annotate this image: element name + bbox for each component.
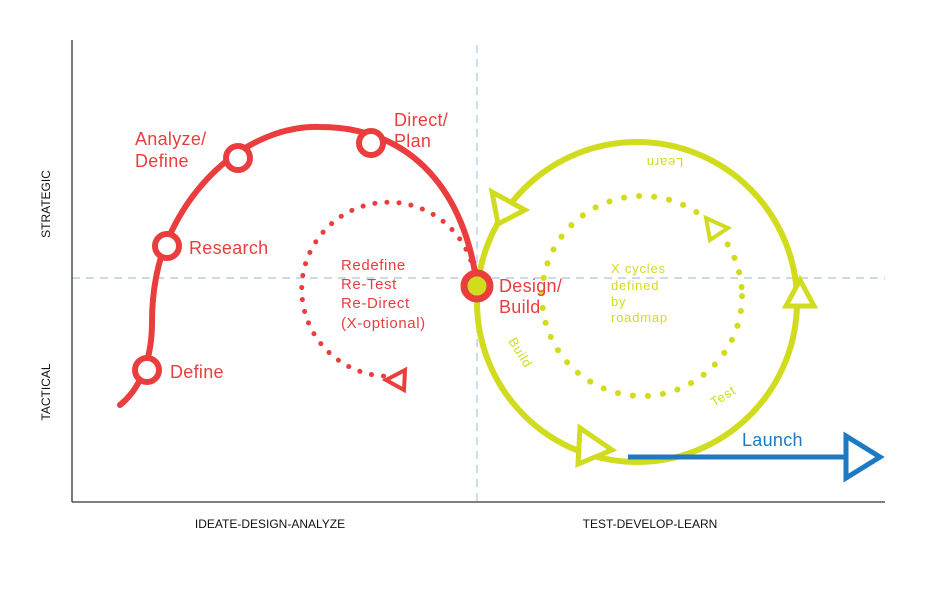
red-loop-dotted-path	[299, 199, 477, 379]
yellow-center-line3: by	[611, 294, 626, 309]
node-research-icon	[152, 231, 182, 261]
axis-label-strategic: STRATEGIC	[39, 170, 53, 238]
red-main-curve	[117, 123, 480, 408]
label-analyze-line2: Define	[135, 151, 189, 171]
node-direct-icon	[356, 128, 386, 158]
launch-label: Launch	[742, 430, 803, 450]
yellow-label-build: Build	[505, 335, 535, 371]
yellow-center-line1: X cycles	[611, 261, 666, 276]
label-direct-line1: Direct/	[394, 110, 448, 130]
yellow-center-line2: defined	[611, 278, 659, 293]
launch-arrowhead-icon	[843, 431, 885, 483]
label-design-line1: Design/	[499, 276, 562, 296]
red-loop-text-line2: Re-Test	[341, 276, 397, 293]
node-define-icon	[132, 355, 162, 385]
label-analyze-line1: Analyze/	[135, 129, 206, 149]
axis-label-tactical: TACTICAL	[39, 363, 53, 420]
label-define: Define	[170, 362, 224, 382]
axis-label-ideate: IDEATE-DESIGN-ANALYZE	[195, 517, 345, 531]
yellow-arrow-right-icon	[781, 274, 819, 309]
yellow-label-learn: Learn	[646, 155, 683, 170]
label-design-line2: Build	[499, 297, 541, 317]
yellow-inner-arrow-icon	[703, 214, 733, 244]
red-loop-text-line3: Re-Direct	[341, 295, 410, 312]
node-analyze-icon	[223, 143, 253, 173]
yellow-label-test: Test	[708, 382, 739, 409]
label-research: Research	[189, 238, 268, 258]
yellow-arrow-bottom-icon	[575, 423, 618, 468]
red-loop-text-line1: Redefine	[341, 257, 406, 274]
red-loop-text-line4: (X-optional)	[341, 315, 426, 332]
red-loop-arrow-icon	[381, 366, 408, 394]
yellow-center-line4: roadmap	[611, 310, 668, 325]
yellow-inner-dotted-ring	[539, 193, 745, 399]
node-design-icon	[460, 269, 494, 303]
yellow-arrow-left-icon	[488, 187, 531, 228]
axis-label-test: TEST-DEVELOP-LEARN	[583, 517, 718, 531]
label-direct-line2: Plan	[394, 131, 431, 151]
